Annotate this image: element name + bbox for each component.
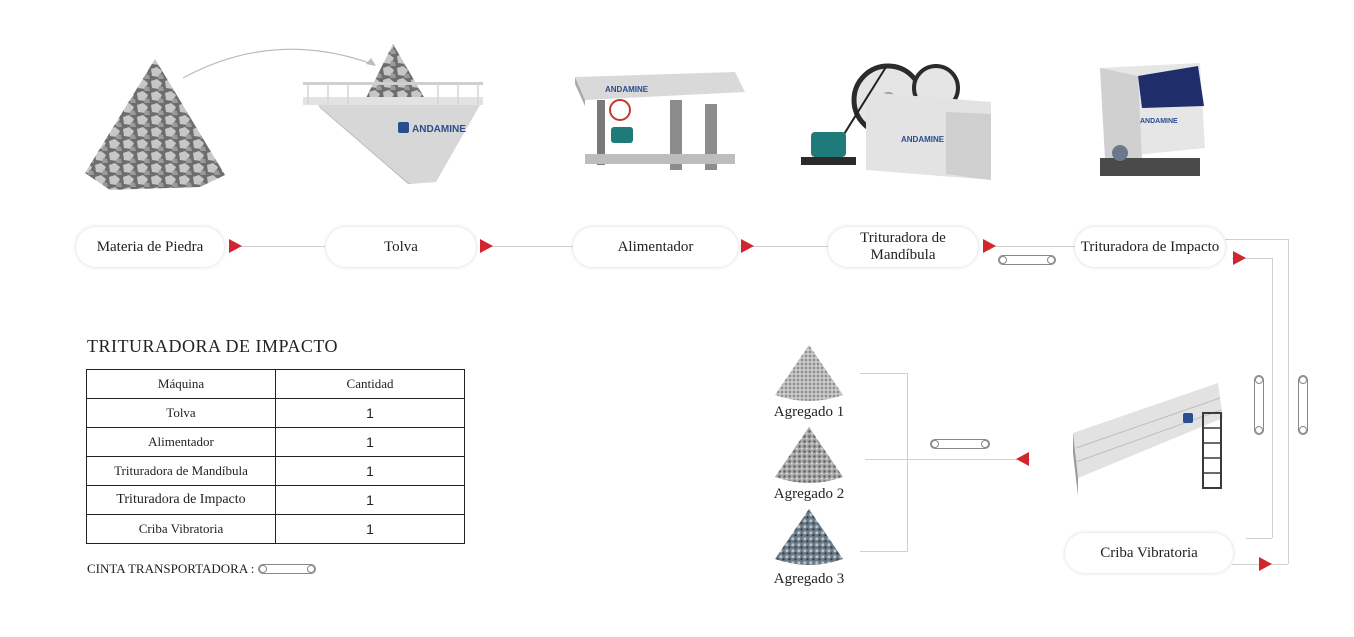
table-cell-machine: Trituradora de Mandíbula	[86, 456, 276, 486]
impact-crusher-illustration: ANDAMINE	[1100, 63, 1205, 176]
table-cell-machine: Tolva	[86, 398, 276, 428]
stone-pile-illustration	[85, 59, 225, 190]
vibrating-screen-illustration	[1073, 383, 1223, 496]
stage-stone-material: Materia de Piedra	[76, 227, 224, 267]
table-cell-qty: 1	[275, 398, 465, 428]
table-cell-qty: 1	[275, 485, 465, 515]
flow-arrow-icon	[480, 239, 493, 253]
curved-arrow-icon	[182, 48, 376, 79]
table-cell-qty: 1	[275, 514, 465, 544]
flow-arrow-icon	[1233, 251, 1246, 265]
stage-hopper: Tolva	[326, 227, 476, 267]
andamine-logo: ANDAMINE	[398, 122, 466, 135]
table-cell-qty: 1	[275, 456, 465, 486]
aggregate-1-cone	[775, 345, 843, 401]
aggregate-3-cone	[775, 509, 843, 565]
conveyor-belt-icon	[998, 255, 1056, 265]
hopper-illustration: ANDAMINE	[303, 44, 483, 184]
flow-arrow-left-icon	[1016, 452, 1029, 466]
conveyor-belt-icon	[930, 439, 990, 449]
table-row: Tolva 1	[86, 398, 465, 428]
aggregate-1-label: Agregado 1	[773, 404, 845, 420]
connector-line	[230, 246, 325, 247]
connector-line	[865, 459, 1030, 460]
feeder-illustration: ANDAMINE	[575, 72, 745, 170]
table-header: Cantidad	[275, 369, 465, 399]
jaw-crusher-illustration: ANDAMINE	[801, 63, 991, 180]
table-cell-machine: Trituradora de Impacto	[86, 485, 276, 515]
table-header-row: Máquina Cantidad	[86, 369, 465, 399]
connector-line	[480, 246, 573, 247]
conveyor-belt-icon	[258, 564, 317, 574]
connector-line	[1246, 538, 1272, 539]
table-cell-machine: Criba Vibratoria	[86, 514, 276, 544]
aggregate-2-cone	[775, 427, 843, 483]
machine-table: Máquina Cantidad Tolva 1 Alimentador 1 T…	[86, 369, 465, 544]
connector-line	[1225, 239, 1288, 240]
aggregate-2-label: Agregado 2	[773, 486, 845, 502]
flow-arrow-icon	[1259, 557, 1272, 571]
flow-arrow-icon	[229, 239, 242, 253]
stage-vibrating-screen: Criba Vibratoria	[1065, 533, 1233, 573]
svg-text:ANDAMINE: ANDAMINE	[901, 135, 945, 144]
table-header: Máquina	[86, 369, 276, 399]
connector-line	[1232, 258, 1272, 259]
table-row: Trituradora de Impacto 1	[86, 485, 465, 515]
summary-title: TRITURADORA DE IMPACTO	[87, 336, 339, 356]
connector-line	[1272, 258, 1273, 538]
stage-jaw-crusher: Trituradora de Mandíbula	[828, 227, 978, 267]
stage-feeder: Alimentador	[573, 227, 738, 267]
table-row: Criba Vibratoria 1	[86, 514, 465, 544]
flow-arrow-icon	[983, 239, 996, 253]
connector-line	[740, 246, 828, 247]
connector-line	[907, 373, 908, 552]
flow-arrow-icon	[741, 239, 754, 253]
svg-text:ANDAMINE: ANDAMINE	[1140, 118, 1178, 125]
aggregate-3-label: Agregado 3	[773, 571, 845, 587]
conveyor-legend-label: CINTA TRANSPORTADORA :	[87, 561, 255, 576]
conveyor-legend: CINTA TRANSPORTADORA :	[87, 561, 317, 577]
conveyor-belt-icon	[1298, 375, 1308, 435]
svg-text:ANDAMINE: ANDAMINE	[412, 124, 466, 135]
connector-line	[860, 373, 908, 374]
table-cell-qty: 1	[275, 427, 465, 457]
conveyor-belt-icon	[1254, 375, 1264, 435]
table-row: Trituradora de Mandíbula 1	[86, 456, 465, 486]
stage-impact-crusher: Trituradora de Impacto	[1075, 227, 1225, 267]
connector-line	[1288, 239, 1289, 564]
svg-text:ANDAMINE: ANDAMINE	[605, 85, 649, 94]
connector-line	[860, 551, 908, 552]
table-row: Alimentador 1	[86, 427, 465, 457]
connector-line	[995, 246, 1075, 247]
table-cell-machine: Alimentador	[86, 427, 276, 457]
